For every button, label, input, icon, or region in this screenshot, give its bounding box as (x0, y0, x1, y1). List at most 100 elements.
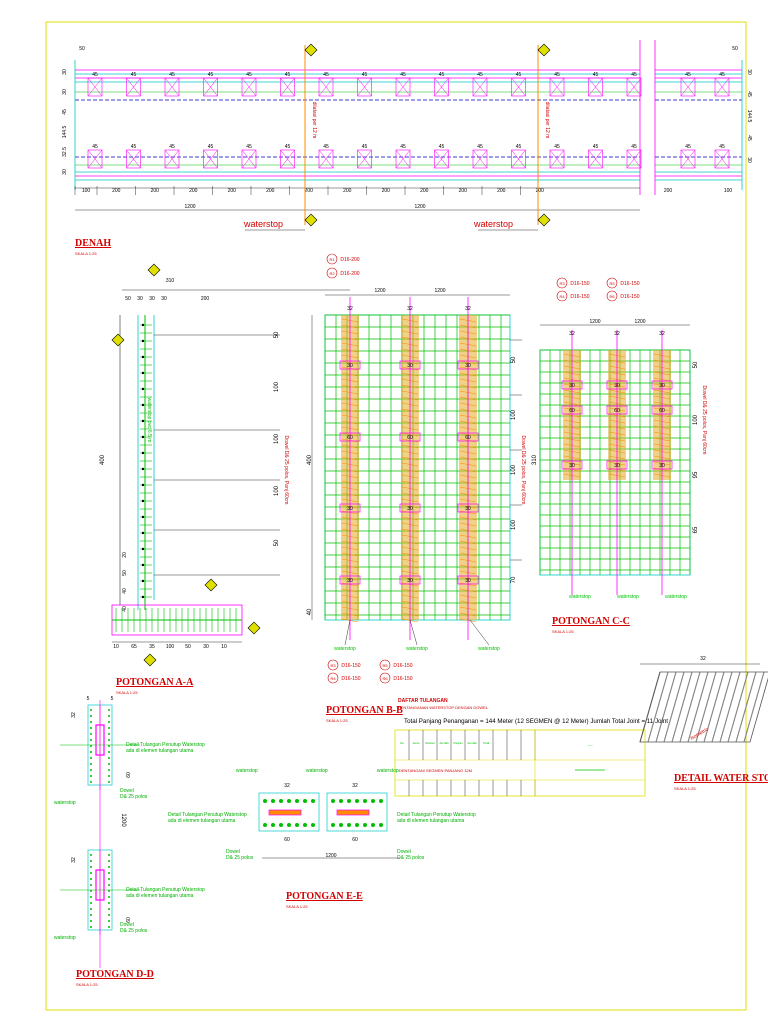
waterstop-rib (735, 671, 757, 743)
scale-potongan-dd: SKALA 1:25 (76, 982, 98, 987)
denah-rebar-x (318, 149, 334, 169)
aa-dot (141, 371, 145, 375)
ee-top-dim: 32 (352, 783, 358, 789)
dd-dot (90, 733, 92, 735)
dd-dot (90, 878, 92, 880)
ws-dim: 32 (700, 656, 706, 662)
table-header-cell: Diamet (425, 741, 435, 745)
aa-dot (141, 403, 145, 407)
section-marker-icon (111, 333, 125, 347)
dd-dot (90, 896, 92, 898)
denah-rebar-box (318, 77, 334, 97)
dd-dim: 32 (71, 712, 77, 718)
cc-dowel-label: 60 (659, 408, 665, 414)
bb-dowel-box (339, 360, 361, 370)
bb-bottom-callout-tag: R3 (330, 663, 336, 668)
ee-bar-dot (379, 799, 383, 803)
bb-top-dim: 32 (407, 306, 413, 312)
denah-rebar-box (357, 77, 372, 97)
denah-rebar-dim: 45 (131, 144, 137, 150)
dd-dot (108, 920, 110, 922)
dd-dot (90, 926, 92, 928)
denah-rebar-x (511, 149, 526, 169)
cc-callout: D16-150 (570, 281, 589, 287)
denah-rebar-box (549, 149, 565, 169)
ee-bar-dot (339, 823, 343, 827)
dd-dot (108, 854, 110, 856)
bb-right-dim: 50 (511, 356, 517, 363)
ee-block (258, 792, 320, 832)
waterstop-rib (687, 671, 709, 743)
cc-dowel-label: 30 (569, 383, 575, 389)
scale-denah: SKALA 1:25 (75, 251, 97, 256)
ee-bar-dot (303, 799, 307, 803)
denah-bottom-dim-r: 200 (664, 188, 673, 194)
denah-rebar-x (549, 149, 565, 169)
denah-rebar-x (280, 77, 295, 97)
waterstop-rib (711, 671, 733, 743)
bb-dowel-label: 30 (347, 578, 353, 584)
aa-dot (141, 387, 145, 391)
title-detail-waterstop: DETAIL WATER STOP (674, 773, 768, 784)
section-marker-icon (147, 263, 161, 277)
dd-top-dim: 5 (111, 696, 114, 702)
denah-rebar-x (87, 149, 103, 169)
ee-bar-dot (347, 799, 351, 803)
dd-dim: 60 (126, 772, 132, 778)
denah-rebar-dim: 45 (439, 144, 445, 150)
denah-rebar-dim: 45 (685, 144, 691, 150)
dd-dim: 60 (126, 917, 132, 923)
dd-dot (90, 763, 92, 765)
dd-dot (108, 709, 110, 711)
bb-dowel-box (457, 360, 479, 370)
denah-rebar-x (318, 77, 334, 97)
denah-rebar-dim: 45 (246, 144, 252, 150)
aa-right-dim: 100 (274, 485, 280, 496)
denah-left-dim: 32.5 (62, 147, 68, 157)
cc-dowel-box (606, 380, 628, 390)
ee-block (326, 792, 388, 832)
ee-bar-dot (331, 799, 335, 803)
aa-left-dim: 40 (122, 606, 128, 612)
bb-span-1: 1200 (374, 288, 385, 294)
denah-span-dim-1: 1200 (184, 204, 195, 210)
waterstop-rib (671, 671, 693, 743)
ee-bar-dot (371, 799, 375, 803)
denah-rebar-x (203, 149, 218, 169)
aa-dot (141, 515, 145, 519)
aa-dowel-label: Dowel D& 25 polos, Panj 60cm (283, 436, 289, 505)
denah-rebar-dim: 45 (400, 144, 406, 150)
denah-rebar-dim: 45 (439, 72, 445, 78)
denah-rebar-dim: 45 (285, 72, 291, 78)
denah-bottom-dim: 200 (228, 188, 237, 194)
denah-bottom-dim: 100 (82, 188, 91, 194)
ee-waterstop-1: waterstop (236, 768, 258, 774)
aa-waterstop-label: waterstop pvc 6.5 m (146, 398, 152, 443)
table-note: ---- (587, 742, 593, 747)
scale-potongan-ee: SKALA 1:25 (286, 904, 308, 909)
dd-dot (108, 866, 110, 868)
cc-waterstop-label: waterstop (665, 594, 687, 600)
denah-bottom-dim: 200 (459, 188, 468, 194)
waterstop-rib (719, 671, 741, 743)
ee-waterstop-2: waterstop (306, 768, 328, 774)
denah-rebar-dim: 45 (92, 72, 98, 78)
denah-rebar-box (164, 77, 180, 97)
denah-dilatasi-label: dilatasi per 12 m (311, 102, 317, 139)
dd-dot (108, 914, 110, 916)
dd-dot (108, 757, 110, 759)
denah-rebar-dim: 45 (554, 72, 560, 78)
bb-bottom-callout: D16-150 (341, 676, 360, 682)
cc-dowel-box (606, 460, 628, 470)
aa-dot (141, 563, 145, 567)
denah-bottom-dim: 200 (112, 188, 121, 194)
denah-rebar-x (395, 77, 411, 97)
denah-rebar-dim: 45 (516, 144, 522, 150)
ee-bar-dot (263, 823, 267, 827)
denah-right-dim: 45 (746, 91, 752, 97)
bb-dowel-label: 60 (407, 435, 413, 441)
denah-rebar-x (126, 149, 141, 169)
aa-bottom-dim: 30 (203, 644, 209, 650)
aa-overall-dim: 310 (166, 278, 175, 284)
